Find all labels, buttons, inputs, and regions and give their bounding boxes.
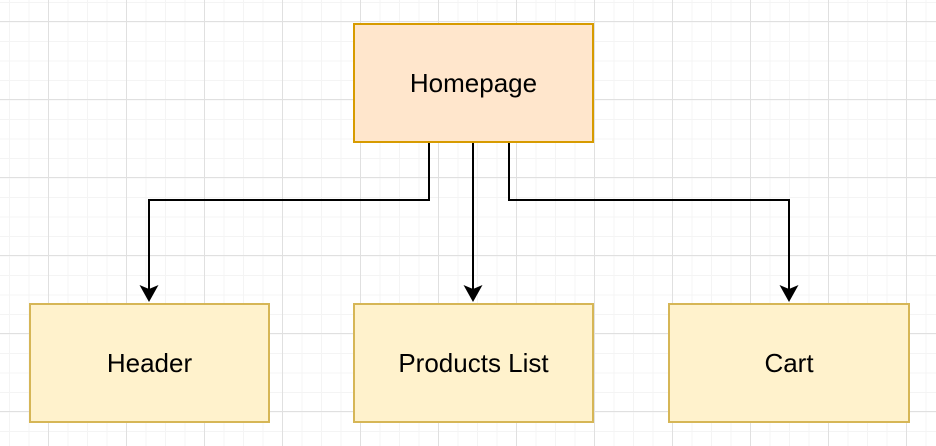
edge-line-homepage-to-cart[interactable]	[508, 143, 790, 289]
arrowhead-icon-homepage-to-cart	[779, 285, 799, 302]
edge-line-homepage-to-header[interactable]	[148, 143, 430, 289]
node-homepage-label: Homepage	[409, 67, 538, 98]
node-header-label: Header	[106, 347, 193, 378]
node-cart-label: Cart	[764, 347, 814, 378]
edge-homepage-to-cart[interactable]	[508, 143, 799, 302]
node-products-list-label: Products List	[398, 347, 549, 378]
node-products-list[interactable]: Products List	[353, 303, 594, 423]
node-header[interactable]: Header	[29, 303, 270, 423]
edge-homepage-to-products-list[interactable]	[463, 143, 483, 302]
node-homepage[interactable]: Homepage	[353, 23, 594, 143]
node-cart[interactable]: Cart	[668, 303, 910, 423]
edge-homepage-to-header[interactable]	[139, 143, 430, 302]
arrowhead-icon-homepage-to-products-list	[463, 285, 483, 302]
arrowhead-icon-homepage-to-header	[139, 285, 159, 302]
